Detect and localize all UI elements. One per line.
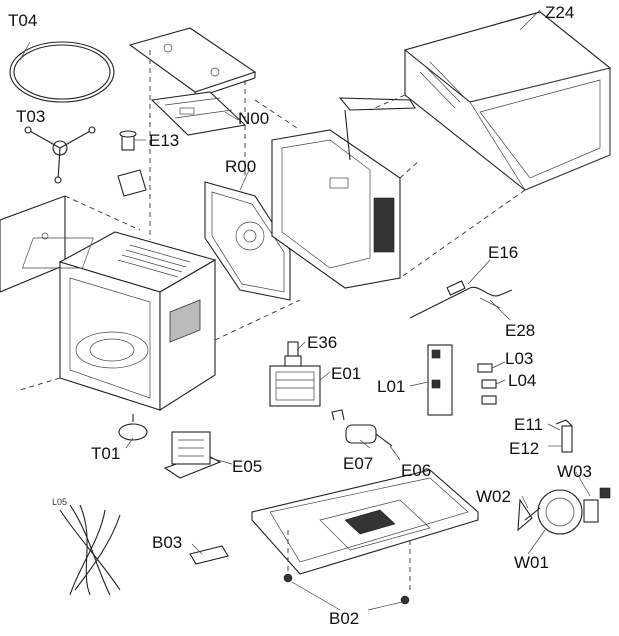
foot-bracket-drawing (189, 545, 229, 565)
turntable-tray-drawing (9, 41, 115, 103)
roller-ring-drawing (24, 126, 96, 184)
wire-harness-drawing (409, 280, 513, 319)
label-e13: E13 (149, 131, 180, 150)
label-w01: W01 (514, 553, 549, 572)
label-l04: L04 (508, 371, 537, 390)
latch-switch-assembly-drawing (427, 344, 497, 416)
front-frame-drawing (254, 97, 421, 289)
label-r00: R00 (225, 157, 257, 176)
magnetron-drawing (269, 355, 321, 407)
label-w03: W03 (557, 462, 592, 481)
label-n00: N00 (238, 109, 270, 128)
label-l03: L03 (505, 349, 534, 368)
label-t03: T03 (16, 107, 46, 126)
fuse-holder-drawing (119, 130, 137, 151)
outer-cabinet-drawing (369, 11, 612, 279)
label-e16: E16 (488, 243, 519, 262)
label-l01: L01 (377, 377, 406, 396)
label-l05: L05 (52, 497, 68, 507)
leader-lines (125, 9, 591, 611)
bracket-drawing (149, 50, 247, 240)
rubber-feet-drawing (283, 573, 410, 605)
label-t01: T01 (91, 444, 121, 463)
label-e12: E12 (509, 439, 540, 458)
label-t04: T04 (8, 11, 38, 30)
label-w02: W02 (476, 487, 511, 506)
label-e05: E05 (232, 457, 263, 476)
label-e28: E28 (505, 321, 536, 340)
label-e36: E36 (307, 333, 338, 352)
label-e07: E07 (343, 454, 374, 473)
small-bracket-drawing (117, 169, 147, 197)
top-cover-plate-drawing (128, 27, 257, 99)
thermal-cutout-drawing (555, 419, 573, 453)
capacitor-drawing (331, 409, 393, 447)
oven-cavity-drawing (19, 231, 217, 412)
label-e01: E01 (331, 364, 362, 383)
label-z24: Z24 (545, 3, 575, 22)
transformer-drawing (163, 431, 222, 479)
label-e06: E06 (401, 461, 432, 480)
turntable-motor-drawing (118, 414, 148, 441)
label-b02: B02 (329, 609, 360, 628)
wire-bundle-drawing (59, 504, 121, 596)
label-b03: B03 (152, 533, 183, 552)
base-plate-drawing (251, 469, 479, 590)
fan-motor-assembly-drawing (517, 487, 611, 535)
label-e11: E11 (514, 415, 543, 434)
